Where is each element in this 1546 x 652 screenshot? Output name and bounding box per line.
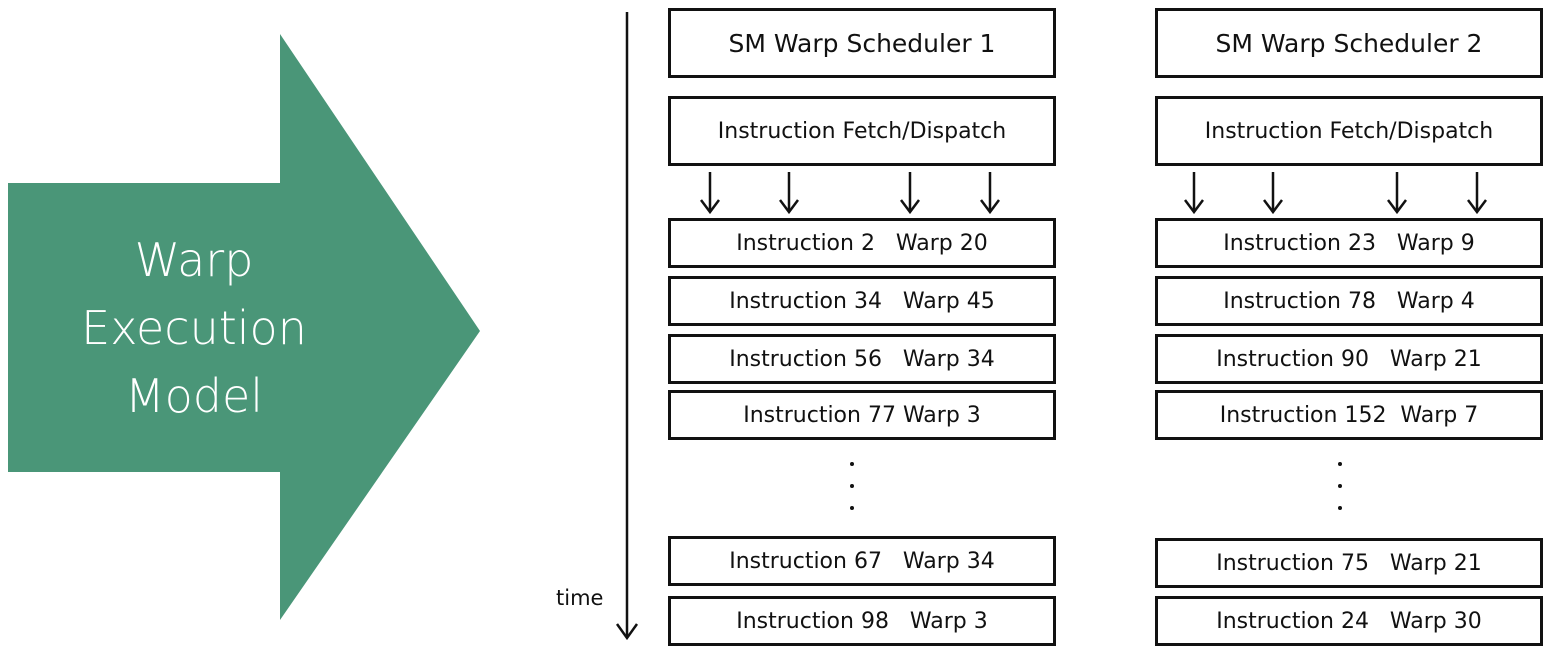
down-arrow-icon [1184, 172, 1204, 215]
down-arrow-icon [1263, 172, 1283, 215]
scheduler-2-title: SM Warp Scheduler 2 [1155, 8, 1543, 78]
scheduler-2-instruction-row: Instruction 78 Warp 4 [1155, 276, 1543, 326]
arrow-label-line-1: Warp [134, 233, 254, 287]
warp-execution-model-arrow [8, 34, 480, 620]
scheduler-2-instruction-row: Instruction 75 Warp 21 [1155, 538, 1543, 588]
down-arrow-icon [980, 172, 1000, 215]
down-arrow-icon [1387, 172, 1407, 215]
scheduler-1-fetch-dispatch: Instruction Fetch/Dispatch [668, 96, 1056, 166]
down-arrow-icon [900, 172, 920, 215]
scheduler-1-instruction-row: Instruction 56 Warp 34 [668, 334, 1056, 384]
scheduler-2-instruction-row: Instruction 90 Warp 21 [1155, 334, 1543, 384]
scheduler-1-instruction-row: Instruction 34 Warp 45 [668, 276, 1056, 326]
scheduler-1-title: SM Warp Scheduler 1 [668, 8, 1056, 78]
scheduler-1-instruction-row: Instruction 98 Warp 3 [668, 596, 1056, 646]
scheduler-2-fetch-dispatch: Instruction Fetch/Dispatch [1155, 96, 1543, 166]
scheduler-2-instruction-row: Instruction 24 Warp 30 [1155, 596, 1543, 646]
down-arrow-icon [779, 172, 799, 215]
arrow-label-line-2: Execution [81, 301, 307, 355]
scheduler-1-instruction-row: Instruction 2 Warp 20 [668, 218, 1056, 268]
down-arrow-icon [1467, 172, 1487, 215]
scheduler-1-dispatch-arrows [700, 172, 1000, 215]
time-axis-arrowhead [615, 623, 639, 641]
time-axis-label: time [556, 586, 604, 610]
arrow-body [8, 34, 480, 620]
scheduler-2-instruction-row: Instruction 152 Warp 7 [1155, 390, 1543, 440]
scheduler-2-dispatch-arrows [1184, 172, 1487, 215]
arrow-label-line-3: Model [124, 369, 264, 423]
scheduler-2-ellipsis [1338, 462, 1346, 522]
time-axis [615, 12, 639, 641]
scheduler-1-instruction-row: Instruction 77 Warp 3 [668, 390, 1056, 440]
scheduler-1-ellipsis [850, 462, 858, 522]
down-arrow-icon [700, 172, 720, 215]
scheduler-1-instruction-row: Instruction 67 Warp 34 [668, 536, 1056, 586]
scheduler-2-instruction-row: Instruction 23 Warp 9 [1155, 218, 1543, 268]
